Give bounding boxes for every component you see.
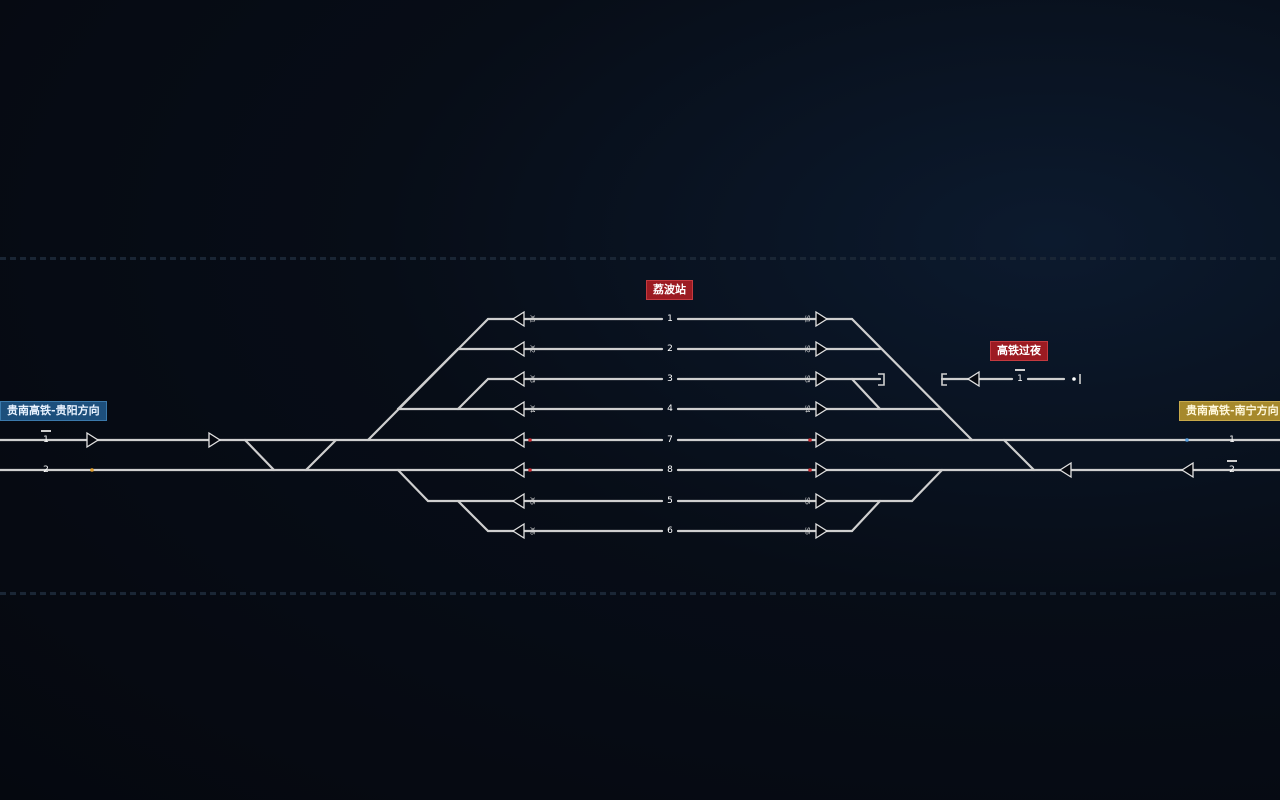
east-direction-label[interactable]: 贵南高铁-南宁方向 xyxy=(1179,401,1280,421)
east-line-number: 1 xyxy=(1229,435,1235,445)
signal-left-icon[interactable] xyxy=(511,370,525,388)
track-number-label: 7 xyxy=(667,435,673,445)
buffer-stop-icon xyxy=(941,373,947,386)
signal-right-icon[interactable] xyxy=(815,492,829,510)
signal-left-icon[interactable] xyxy=(511,461,525,479)
signal-code-label: X6 xyxy=(529,527,536,535)
depot-track-number: 1 xyxy=(1017,374,1023,384)
track-number-label: 4 xyxy=(667,404,673,414)
signal-right-icon[interactable] xyxy=(815,340,829,358)
turnout-diagonal xyxy=(396,468,430,503)
track-end-dot xyxy=(1072,377,1076,381)
red-aspect-light xyxy=(808,438,812,442)
east-line-number: 2 xyxy=(1229,465,1235,475)
red-aspect-light xyxy=(528,438,532,442)
upper-separator xyxy=(0,257,1280,260)
track-number-label: 2 xyxy=(667,344,673,354)
signal-code-label: S6 xyxy=(804,527,811,535)
turnout-diagonal xyxy=(850,499,882,533)
line-marker xyxy=(41,430,51,432)
turnout-diagonal xyxy=(456,377,490,411)
signal-code-label: S2 xyxy=(804,345,811,353)
buffer-stop-icon xyxy=(878,373,885,386)
signal-code-label: S3 xyxy=(804,375,811,383)
signal-code-label: S5 xyxy=(804,497,811,505)
signal-left-icon[interactable] xyxy=(511,492,525,510)
west-direction-label[interactable]: 贵南高铁-贵阳方向 xyxy=(0,401,107,421)
turnout-diagonal xyxy=(850,377,882,411)
signal-right-icon[interactable] xyxy=(815,431,829,449)
signal-left-icon[interactable] xyxy=(511,340,525,358)
signal-right-icon[interactable] xyxy=(86,431,100,449)
track-circuit-marker xyxy=(1185,438,1189,442)
signal-left-icon[interactable] xyxy=(511,431,525,449)
turnout-diagonal xyxy=(910,468,944,503)
overnight-depot-label[interactable]: 高铁过夜 xyxy=(990,341,1048,361)
signal-code-label: X1 xyxy=(529,315,536,323)
signal-code-label: X2 xyxy=(529,345,536,353)
signal-left-icon[interactable] xyxy=(1058,461,1072,479)
track-circuit-marker xyxy=(90,468,94,472)
crossover-diagonal xyxy=(1002,438,1036,472)
signal-code-label: X3 xyxy=(529,375,536,383)
signal-right-icon[interactable] xyxy=(815,522,829,540)
track-number-label: 5 xyxy=(667,496,673,506)
signal-left-icon[interactable] xyxy=(511,310,525,328)
line-marker xyxy=(1227,460,1237,462)
signal-right-icon[interactable] xyxy=(208,431,222,449)
lower-separator xyxy=(0,592,1280,595)
signal-code-label: S4 xyxy=(804,405,811,413)
crossover-diagonal xyxy=(243,438,276,472)
west-line-number: 1 xyxy=(43,435,49,445)
signal-right-icon[interactable] xyxy=(815,310,829,328)
signal-code-label: X4 xyxy=(529,405,536,413)
track-number-label: 3 xyxy=(667,374,673,384)
signal-left-icon[interactable] xyxy=(511,400,525,418)
line-marker xyxy=(1015,369,1025,371)
station-name-label[interactable]: 荔波站 xyxy=(646,280,693,300)
signal-left-icon[interactable] xyxy=(1180,461,1194,479)
signal-code-label: X5 xyxy=(529,497,536,505)
signal-left-icon[interactable] xyxy=(511,522,525,540)
turnout-diagonal xyxy=(850,317,974,442)
signal-left-icon[interactable] xyxy=(966,370,980,388)
turnout-diagonal xyxy=(456,499,490,533)
signal-right-icon[interactable] xyxy=(815,461,829,479)
red-aspect-light xyxy=(528,468,532,472)
track-number-label: 6 xyxy=(667,526,673,536)
signal-right-icon[interactable] xyxy=(815,400,829,418)
turnout-diagonal xyxy=(396,347,460,411)
signal-code-label: S1 xyxy=(804,315,811,323)
crossover-diagonal xyxy=(304,438,338,472)
red-aspect-light xyxy=(808,468,812,472)
west-line-number: 2 xyxy=(43,465,49,475)
track-number-label: 8 xyxy=(667,465,673,475)
track-number-label: 1 xyxy=(667,314,673,324)
signal-right-icon[interactable] xyxy=(815,370,829,388)
